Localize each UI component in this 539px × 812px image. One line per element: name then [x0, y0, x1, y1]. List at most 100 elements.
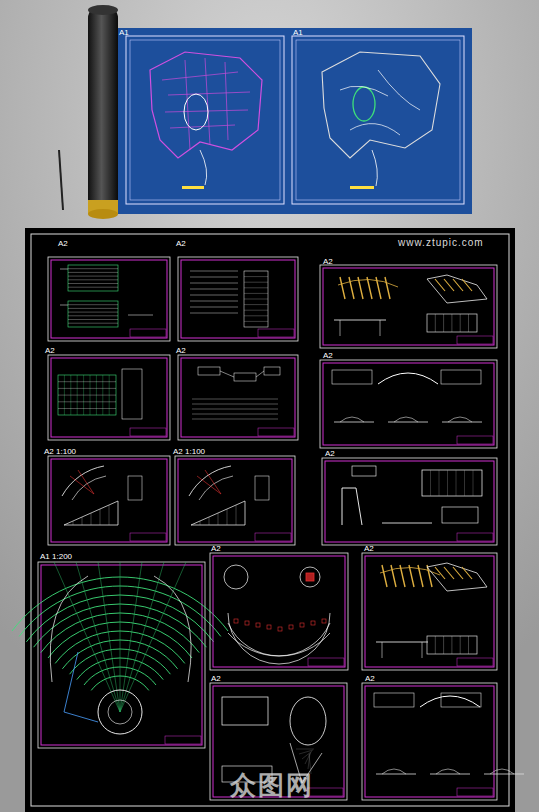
- sheet-frame: [320, 265, 497, 348]
- node-detail: [300, 567, 320, 587]
- cad-stroke: [130, 533, 166, 541]
- cad-stroke: [192, 409, 278, 410]
- cad-stroke: [332, 370, 372, 384]
- cad-stroke: [190, 301, 238, 302]
- cad-stroke: [234, 373, 256, 381]
- cad-stroke: [435, 279, 445, 291]
- cad-stroke: [213, 686, 344, 797]
- sheet-label: A2: [325, 450, 335, 458]
- cad-stroke: [68, 283, 118, 284]
- cad-stroke: [302, 751, 312, 759]
- cad-stroke: [130, 329, 166, 337]
- cad-stroke: [98, 562, 120, 712]
- sheet-label: A1: [119, 29, 129, 37]
- cad-stroke: [68, 287, 118, 288]
- cad-stroke: [325, 461, 494, 542]
- cad-stroke: [200, 521, 201, 525]
- cad-stroke: [300, 623, 304, 627]
- cad-stroke: [128, 476, 142, 500]
- cad-stroke: [394, 417, 418, 422]
- cad-stroke: [198, 367, 220, 375]
- cad-stroke: [323, 268, 494, 345]
- cad-stroke: [128, 315, 153, 316]
- cad-stroke: [441, 693, 481, 707]
- sheet-label: A2: [45, 347, 55, 355]
- cad-stroke: [422, 470, 482, 496]
- cad-stroke: [444, 279, 454, 291]
- sheet-label: A2: [323, 258, 333, 266]
- cad-stroke: [244, 299, 268, 300]
- cad-stroke: [244, 287, 268, 288]
- cad-stroke: [468, 636, 469, 654]
- sheet-label: A2 1:100: [173, 448, 205, 456]
- cad-stroke: [420, 696, 480, 707]
- cad-stroke: [51, 459, 167, 542]
- cad-stroke: [278, 627, 282, 631]
- cad-stroke: [120, 562, 186, 712]
- sheet-frame: [48, 355, 170, 440]
- cad-stroke: [256, 371, 264, 377]
- cad-stroke: [457, 788, 493, 796]
- cad-stroke: [244, 271, 268, 327]
- cad-stroke: [109, 505, 110, 525]
- cad-stroke: [457, 336, 493, 344]
- site-url: www.ztupic.com: [398, 238, 484, 248]
- cad-stroke: [442, 507, 478, 523]
- cad-stroke: [245, 621, 249, 625]
- cad-stroke: [78, 470, 94, 494]
- cad-stroke: [50, 576, 88, 682]
- cad-stroke: [374, 693, 414, 707]
- cad-stroke: [456, 470, 457, 496]
- cad-stroke: [58, 401, 116, 402]
- sheet-frame: [48, 257, 170, 341]
- cad-stroke: [338, 279, 398, 287]
- sheet-label: A2: [323, 352, 333, 360]
- cad-stroke: [453, 279, 463, 291]
- cad-stroke: [430, 470, 431, 496]
- cad-stroke: [340, 320, 341, 336]
- stage-circle: [98, 690, 142, 734]
- cad-stroke: [213, 556, 345, 667]
- cad-stroke: [58, 408, 116, 409]
- cad-stroke: [349, 277, 354, 299]
- cad-stroke: [258, 329, 294, 337]
- sheet-label: A1: [293, 29, 303, 37]
- cad-stroke: [435, 636, 436, 654]
- cad-stroke: [228, 613, 330, 664]
- cad-stroke: [376, 642, 428, 643]
- cad-stroke: [490, 769, 514, 774]
- cad-stroke: [435, 567, 445, 579]
- cad-stroke: [191, 501, 245, 525]
- cad-stroke: [305, 752, 311, 764]
- cad-stroke: [244, 304, 268, 305]
- cad-stroke: [451, 314, 452, 332]
- cad-stroke: [462, 279, 472, 291]
- cad-stroke: [443, 314, 444, 332]
- cad-stroke: [340, 277, 345, 299]
- cad-stroke: [192, 414, 278, 415]
- cad-stroke: [352, 466, 376, 476]
- cad-stroke: [462, 567, 472, 579]
- cad-stroke: [60, 305, 68, 306]
- cad-stroke: [58, 381, 116, 382]
- cad-stroke: [197, 476, 221, 494]
- cad-stroke: [451, 636, 452, 654]
- cad-stroke: [209, 517, 210, 525]
- cad-stroke: [267, 625, 271, 629]
- cad-stroke: [51, 358, 167, 437]
- cad-stroke: [72, 476, 106, 500]
- sheet-frame: [178, 257, 298, 341]
- cad-stroke: [378, 373, 438, 384]
- cad-stroke: [68, 308, 118, 309]
- cad-stroke: [227, 509, 228, 525]
- cad-stroke: [154, 576, 191, 682]
- cad-stroke: [453, 567, 463, 579]
- cad-stroke: [122, 369, 142, 419]
- cad-stroke: [457, 533, 493, 541]
- cad-stroke: [244, 315, 268, 316]
- cad-stroke: [296, 749, 314, 750]
- sheet-label: A2: [58, 240, 68, 248]
- cad-stroke: [64, 712, 98, 722]
- cad-stroke: [192, 399, 278, 400]
